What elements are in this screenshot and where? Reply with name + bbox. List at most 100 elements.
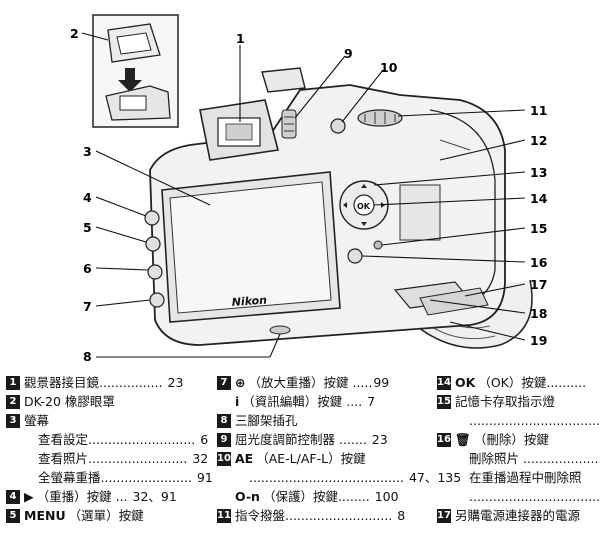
legend-text: ....................................... bbox=[469, 488, 600, 506]
legend-icon: AE bbox=[235, 451, 254, 466]
legend-number: 14 bbox=[437, 376, 451, 390]
legend-page: 23 bbox=[163, 375, 184, 390]
legend-page: 47、135 bbox=[404, 470, 462, 485]
command-dial bbox=[357, 109, 403, 127]
legend-number: 2 bbox=[6, 395, 20, 409]
multi-selector: OK bbox=[339, 180, 389, 230]
left-button-column bbox=[144, 210, 165, 308]
legend-text: 三腳架插孔 bbox=[235, 412, 298, 430]
legend-label: （放大重播）按鍵 ..... bbox=[248, 375, 373, 390]
legend-icon: OK bbox=[455, 375, 476, 390]
legend-text: 指令撥盤........................... 8 bbox=[235, 507, 405, 525]
monitor: Nikon bbox=[161, 171, 341, 323]
legend-text: 查看設定........................... 6 bbox=[38, 431, 208, 449]
legend-label: 觀景器接目鏡................ bbox=[24, 375, 163, 390]
callout-13: 13 bbox=[530, 165, 547, 180]
callout-19: 19 bbox=[530, 333, 547, 348]
legend-text: ▶（重播）按鍵 ... 32、91 bbox=[24, 488, 177, 506]
legend-page: 32 bbox=[188, 451, 209, 466]
callout-3: 3 bbox=[83, 144, 92, 159]
legend-text: 刪除照片 ....................... bbox=[469, 450, 600, 468]
legend-text: 觀景器接目鏡................ 23 bbox=[24, 374, 183, 392]
callout-5: 5 bbox=[83, 220, 92, 235]
callout-12: 12 bbox=[530, 133, 547, 148]
callout-8: 8 bbox=[83, 349, 92, 364]
callout-2: 2 bbox=[70, 26, 79, 41]
legend-page: 6 bbox=[196, 432, 209, 447]
card-access-lamp bbox=[373, 240, 383, 250]
callout-6: 6 bbox=[83, 261, 92, 276]
legend-text: 螢幕 bbox=[24, 412, 49, 430]
legend-text: 記憶卡存取指示燈 bbox=[455, 393, 555, 411]
legend-page: 100 bbox=[370, 489, 399, 504]
legend-icon: i bbox=[235, 394, 240, 409]
camera-back-diagram: Nikon OK bbox=[70, 14, 548, 364]
legend-label: （選單）按鍵 bbox=[68, 508, 144, 523]
callout-18: 18 bbox=[530, 306, 547, 321]
diopter-control bbox=[281, 109, 297, 139]
zoom-out-button bbox=[149, 292, 165, 308]
legend-number: 5 bbox=[6, 509, 20, 523]
legend-label: （保護）按鍵........ bbox=[262, 489, 370, 504]
menu-button bbox=[145, 236, 161, 252]
legend-page: 91 bbox=[192, 470, 213, 485]
legend-number: 4 bbox=[6, 490, 20, 504]
legend-number: 16 bbox=[437, 433, 451, 447]
legend-icon: MENU bbox=[24, 508, 66, 523]
legend-label: 記憶卡存取指示燈 bbox=[455, 394, 556, 409]
ok-button-label: OK bbox=[357, 202, 371, 211]
legend-label: 屈光度調節控制器 ....... bbox=[235, 432, 367, 447]
legend-number: 11 bbox=[217, 509, 231, 523]
legend-label: （資訊編輯）按鍵 .... bbox=[242, 394, 363, 409]
legend-text: 全螢幕重播....................... 91 bbox=[38, 469, 213, 487]
legend-label: 指令撥盤........................... bbox=[235, 508, 393, 523]
leader-lines bbox=[81, 32, 526, 358]
legend-label: 在重播過程中刪除照 bbox=[469, 470, 582, 485]
legend-label: （刪除）按鍵 bbox=[473, 432, 549, 447]
legend-label: （重播）按鍵 ... bbox=[36, 489, 128, 504]
legend-label: （OK）按鍵.......... bbox=[478, 375, 587, 390]
callout-17: 17 bbox=[530, 277, 547, 292]
legend-text: O-n（保護）按鍵........ 100 bbox=[235, 488, 399, 506]
callout-7: 7 bbox=[83, 299, 92, 314]
legend-text: 另購電源連接器的電源 bbox=[455, 507, 580, 525]
brand-logo: Nikon bbox=[231, 294, 267, 309]
legend-page: 99 bbox=[373, 375, 390, 390]
eyecup-inset bbox=[92, 14, 179, 128]
legend-text: i（資訊編輯）按鍵 .... 7 bbox=[235, 393, 375, 411]
legend-number: 3 bbox=[6, 414, 20, 428]
legend-label: 另購電源連接器的電源 bbox=[455, 508, 581, 523]
tripod-socket bbox=[269, 325, 291, 335]
zoom-button bbox=[147, 264, 163, 280]
legend-label: 全螢幕重播....................... bbox=[38, 470, 192, 485]
legend-number: 9 bbox=[217, 433, 231, 447]
legend-page: 7 bbox=[363, 394, 376, 409]
legend-page: 8 bbox=[393, 508, 406, 523]
callout-10: 10 bbox=[380, 60, 398, 75]
legend-text: 🗑（刪除）按鍵 bbox=[455, 431, 549, 449]
callout-11: 11 bbox=[530, 103, 547, 118]
legend-icon: 🗑 bbox=[455, 432, 471, 447]
legend-icon: ▶ bbox=[24, 489, 34, 504]
callout-9: 9 bbox=[344, 46, 353, 61]
legend-label: 三腳架插孔 bbox=[235, 413, 298, 428]
legend-icon: ⊕ bbox=[235, 375, 246, 390]
legend-number: 7 bbox=[217, 376, 231, 390]
legend-text: ....................................... … bbox=[249, 469, 461, 487]
legend-label: 查看設定........................... bbox=[38, 432, 196, 447]
legend-number: 15 bbox=[437, 395, 451, 409]
legend-text: ⊕（放大重播）按鍵 .....99 bbox=[235, 374, 389, 392]
legend-number: 1 bbox=[6, 376, 20, 390]
ae-l-af-l-button bbox=[330, 118, 346, 134]
legend-text: OK（OK）按鍵.......... bbox=[455, 374, 586, 392]
legend-number: 17 bbox=[437, 509, 451, 523]
legend-label: （AE-L/AF-L）按鍵 bbox=[256, 451, 366, 466]
legend-label: 螢幕 bbox=[24, 413, 50, 428]
legend-label: ....................................... bbox=[469, 489, 600, 504]
callout-1: 1 bbox=[236, 31, 245, 46]
legend-page: 23 bbox=[367, 432, 388, 447]
legend-label: ....................................... bbox=[249, 470, 404, 485]
legend-label: 刪除照片 ....................... bbox=[469, 451, 600, 466]
callout-4: 4 bbox=[83, 190, 92, 205]
legend-number: 8 bbox=[217, 414, 231, 428]
